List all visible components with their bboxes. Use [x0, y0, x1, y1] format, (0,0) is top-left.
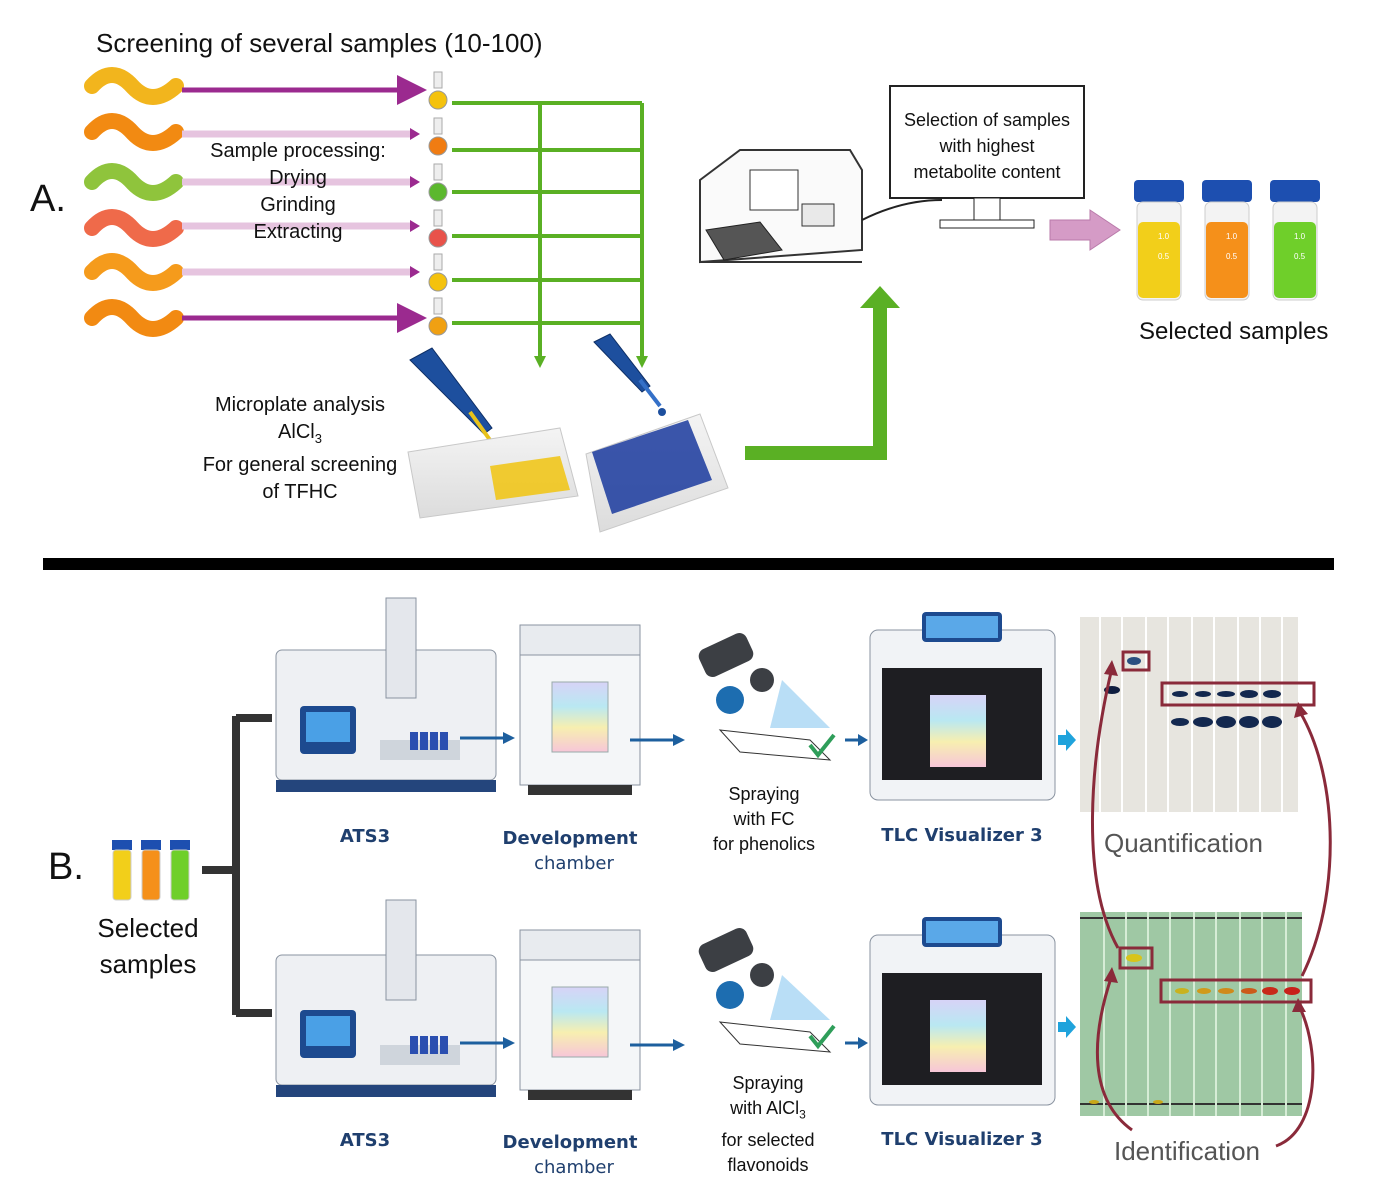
flask-2-icon — [428, 117, 448, 156]
tlc-visualizer-1-icon — [869, 612, 1056, 801]
chamber-label-1: Development chamber — [490, 826, 650, 876]
spray-label-2-line-3: for selected — [721, 1129, 815, 1150]
processing-label: Sample processing: Drying Grinding Extra… — [196, 138, 400, 246]
selected-samples-b-line-2: samples — [99, 949, 197, 979]
spray-label-2-line-2: with AlCl3 — [694, 1096, 842, 1128]
development-chamber-2-icon — [519, 929, 641, 1100]
microplate-line-1: Microplate analysis — [214, 394, 386, 416]
flask-3-icon — [428, 163, 448, 202]
microplate-label: Microplate analysis AlCl3 For general sc… — [190, 392, 410, 506]
pipette-right-icon — [593, 333, 666, 416]
vial-orange-icon — [1202, 180, 1252, 301]
flask-1-icon — [428, 71, 448, 110]
selected-samples-b-line-1: Selected — [97, 913, 199, 943]
tlc-plate-identification — [1080, 912, 1313, 1116]
peel-4-icon — [84, 209, 184, 247]
visualizer-label-2: TLC Visualizer 3 — [881, 1129, 1043, 1150]
monitor-line-1: Selection of samples — [903, 110, 1071, 130]
sprayer-1-icon — [698, 633, 836, 761]
microplate-yellow-icon — [407, 427, 579, 519]
result-label-identification: Identification — [1114, 1136, 1260, 1166]
vial-mark-6: 0.5 — [1294, 252, 1306, 261]
spray-label-2-line-4: flavonoids — [727, 1154, 809, 1175]
panel-a-letter: A. — [30, 178, 66, 220]
spray-label-2-reagent-sub: 3 — [799, 1107, 806, 1122]
processing-line-1: Sample processing: — [210, 140, 386, 162]
peel-2-icon — [84, 113, 184, 151]
processing-line-3: Grinding — [260, 194, 336, 216]
monitor-line-2: with highest — [939, 136, 1035, 156]
ats3-instrument-2-icon — [275, 899, 497, 1097]
microplate-blue-icon — [585, 413, 729, 533]
peel-6-icon — [84, 299, 184, 337]
flask-4-icon — [428, 209, 448, 248]
processing-line-2: Drying — [269, 167, 327, 189]
panel-b-letter: B. — [48, 846, 84, 888]
spray-label-1-line-2: with FC — [733, 809, 795, 829]
tlc-visualizer-2-icon — [869, 917, 1056, 1106]
flask-6-icon — [428, 297, 448, 336]
ats3-label-2: ATS3 — [339, 1130, 391, 1151]
chamber-label-1-bold: Development — [502, 828, 638, 849]
chamber-label-2-bold: Development — [502, 1132, 638, 1153]
vial-mark-2: 0.5 — [1158, 252, 1170, 261]
microplate-line-2: AlCl3 — [190, 419, 410, 452]
ats3-instrument-1-icon — [275, 597, 497, 792]
monitor-text: Selection of samples with highest metabo… — [891, 107, 1083, 185]
tlc-plate-quantification — [1080, 617, 1316, 812]
peel-5-icon — [84, 253, 184, 291]
microplate-line-3: For general screening — [202, 454, 398, 476]
chamber-label-2: Development chamber — [490, 1130, 650, 1180]
vial-mark-3: 1.0 — [1226, 232, 1238, 241]
peel-3-icon — [84, 163, 184, 201]
spray-label-1-line-3: for phenolics — [712, 834, 816, 854]
selected-samples-a: Selected samples — [1139, 318, 1329, 345]
development-chamber-1-icon — [519, 624, 641, 795]
processing-line-4: Extracting — [253, 221, 343, 243]
peel-1-icon — [84, 67, 184, 105]
small-vials-icon — [112, 840, 190, 901]
result-label-quantification: Quantification — [1104, 828, 1263, 858]
panel-separator — [43, 558, 1334, 570]
spray-label-2-reagent: with AlCl — [730, 1098, 800, 1118]
vial-mark-4: 0.5 — [1226, 252, 1238, 261]
selected-samples-b: Selected samples — [92, 910, 204, 982]
spray-label-2: Spraying with AlCl3 for selected flavono… — [694, 1071, 842, 1178]
chamber-label-1-sub: chamber — [534, 853, 614, 874]
vial-yellow-icon — [1134, 180, 1184, 301]
flask-5-icon — [428, 253, 448, 292]
microplate-reader-icon — [699, 149, 863, 264]
sprayer-2-icon — [698, 928, 836, 1053]
visualizer-label-1: TLC Visualizer 3 — [881, 825, 1043, 846]
monitor-line-3: metabolite content — [913, 162, 1061, 182]
spray-label-2-line-1: Spraying — [732, 1073, 804, 1093]
spray-label-1: Spraying with FC for phenolics — [690, 782, 838, 857]
panel-a-title: Screening of several samples (10-100) — [96, 28, 543, 58]
vial-mark-1: 1.0 — [1158, 232, 1170, 241]
ats3-label-1: ATS3 — [339, 826, 391, 847]
branch-bracket — [202, 714, 272, 1017]
microplate-reagent: AlCl — [278, 421, 315, 443]
microplate-reagent-sub: 3 — [314, 431, 322, 446]
chamber-label-2-sub: chamber — [534, 1157, 614, 1178]
vial-green-icon — [1270, 180, 1320, 301]
spray-label-1-line-1: Spraying — [728, 784, 800, 804]
vial-mark-5: 1.0 — [1294, 232, 1306, 241]
monitor-icon — [861, 85, 1085, 229]
microplate-line-4: of TFHC — [262, 481, 338, 503]
